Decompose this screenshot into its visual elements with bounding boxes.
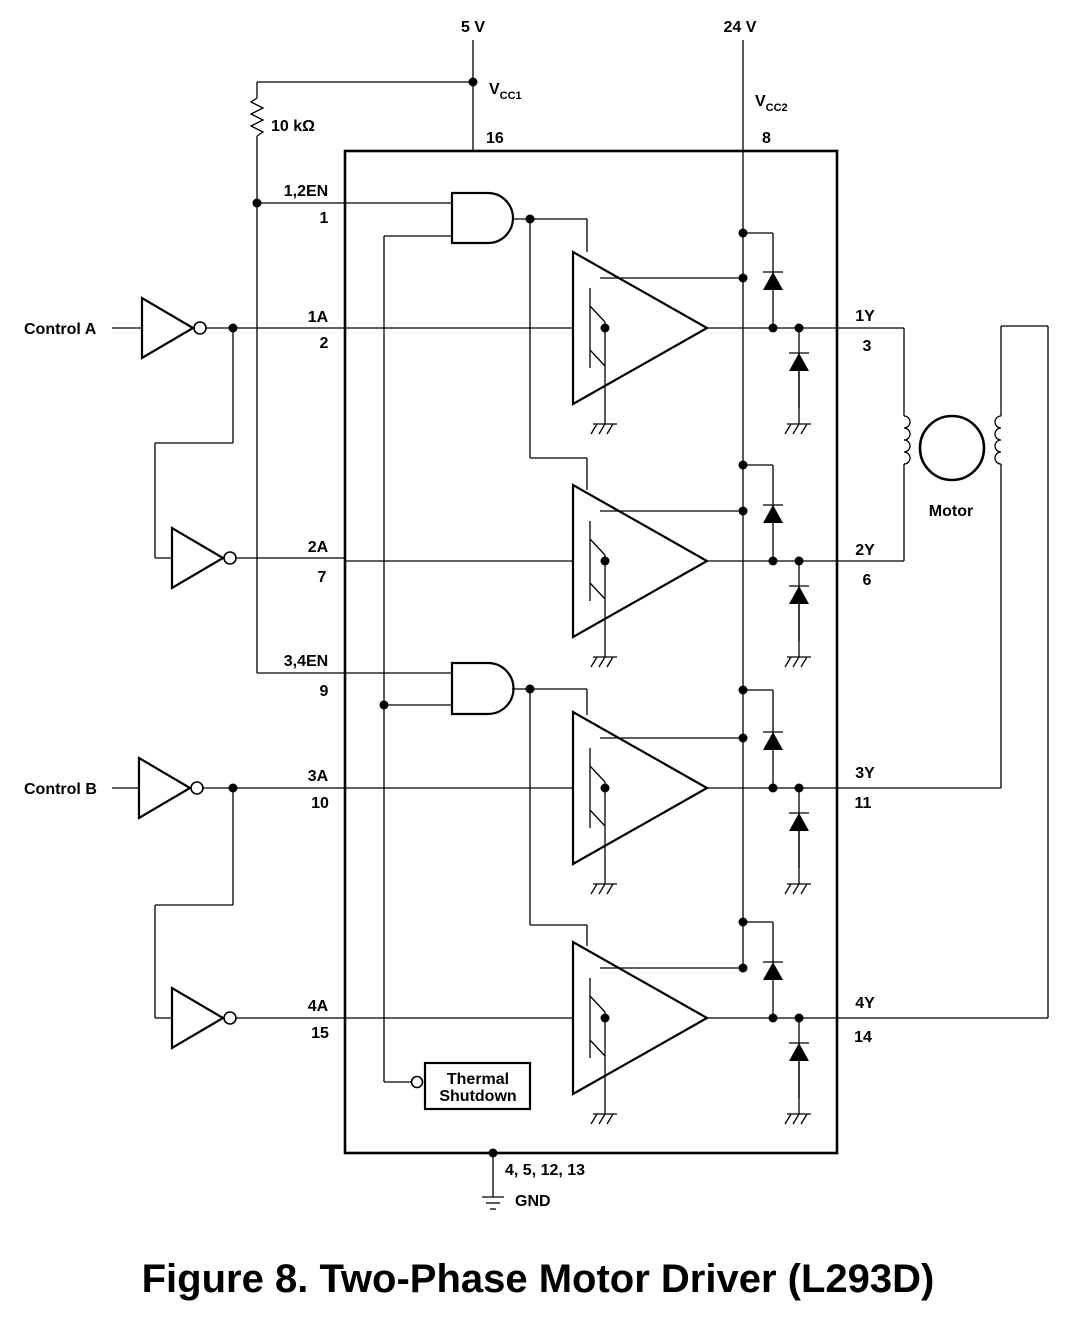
driver-stages	[345, 228, 811, 1125]
driver-4-buffer	[571, 940, 710, 1096]
driver-3-buffer	[571, 710, 710, 866]
vcc1-supply-wiring	[249, 40, 478, 673]
label-1a: 1A	[308, 309, 329, 326]
label-vcc2: VCC2	[755, 93, 788, 114]
control-b-wiring	[112, 756, 345, 1050]
driver-2-diode-low	[789, 586, 809, 604]
enable-12-wiring	[257, 191, 588, 490]
figure-caption: Figure 8. Two-Phase Motor Driver (L293D)	[142, 1257, 935, 1301]
label-vcc2-main: V	[755, 93, 766, 110]
pin-7: 7	[318, 569, 327, 586]
label-control-b: Control B	[24, 781, 97, 798]
control-a-wiring	[112, 296, 345, 590]
inverter-control-b	[137, 756, 193, 820]
label-2y: 2Y	[855, 542, 875, 559]
motor-label: Motor	[929, 503, 973, 520]
driver-2-diode-high	[763, 505, 783, 523]
pin-2: 2	[320, 335, 329, 352]
coil-phase-1	[903, 415, 911, 465]
label-2a: 2A	[308, 539, 329, 556]
driver-4-diode-high	[763, 962, 783, 980]
pin-8: 8	[762, 130, 771, 147]
driver-3-diode-low	[789, 813, 809, 831]
motor-wiring	[799, 325, 1049, 1019]
driver-3-diode-high	[763, 732, 783, 750]
label-1y: 1Y	[855, 308, 875, 325]
label-vcc2-sub: CC2	[766, 102, 788, 114]
inverter-control-a	[140, 296, 196, 360]
thermal-shutdown-block	[423, 1061, 532, 1111]
pin-14: 14	[854, 1029, 872, 1046]
resistor-label: 10 kΩ	[271, 118, 315, 135]
driver-2-buffer	[571, 483, 710, 639]
thermal-shutdown-line2: Shutdown	[439, 1088, 516, 1105]
label-4y: 4Y	[855, 995, 875, 1012]
driver-1-buffer	[571, 250, 710, 406]
driver-4-diode-low	[789, 1043, 809, 1061]
coil-phase-2	[994, 415, 1002, 465]
pin-16: 16	[486, 130, 504, 147]
label-5v: 5 V	[461, 19, 485, 36]
driver-1-diode-high	[763, 272, 783, 290]
pin-11: 11	[855, 795, 872, 812]
label-gnd: GND	[515, 1193, 551, 1210]
pin-10: 10	[311, 795, 329, 812]
motor-symbol	[918, 414, 986, 482]
ground-wiring	[482, 1148, 504, 1210]
pin-6: 6	[863, 572, 872, 589]
label-vcc1-main: V	[489, 81, 500, 98]
label-vcc1: VCC1	[489, 81, 522, 102]
label-control-a: Control A	[24, 321, 97, 338]
and-gate-34	[450, 661, 515, 716]
label-vcc1-sub: CC1	[500, 90, 522, 102]
inverter-4a	[170, 986, 226, 1050]
label-gnd-pins: 4, 5, 12, 13	[505, 1162, 585, 1179]
label-3a: 3A	[308, 768, 329, 785]
driver-1-diode-low	[789, 353, 809, 371]
label-3y: 3Y	[855, 765, 875, 782]
label-24v: 24 V	[724, 19, 757, 36]
label-12en: 1,2EN	[284, 183, 328, 200]
enable-34-wiring	[257, 661, 588, 946]
pin-1: 1	[320, 210, 329, 227]
pin-3: 3	[863, 338, 872, 355]
thermal-shutdown-wiring	[383, 236, 532, 1111]
l293d-chip-body	[343, 149, 839, 1155]
inverter-2a	[170, 526, 226, 590]
and-gate-12	[450, 191, 515, 245]
thermal-shutdown-line1: Thermal	[447, 1071, 509, 1088]
pin-9: 9	[320, 683, 329, 700]
label-4a: 4A	[308, 998, 329, 1015]
pin-15: 15	[311, 1025, 329, 1042]
label-34en: 3,4EN	[284, 653, 328, 670]
